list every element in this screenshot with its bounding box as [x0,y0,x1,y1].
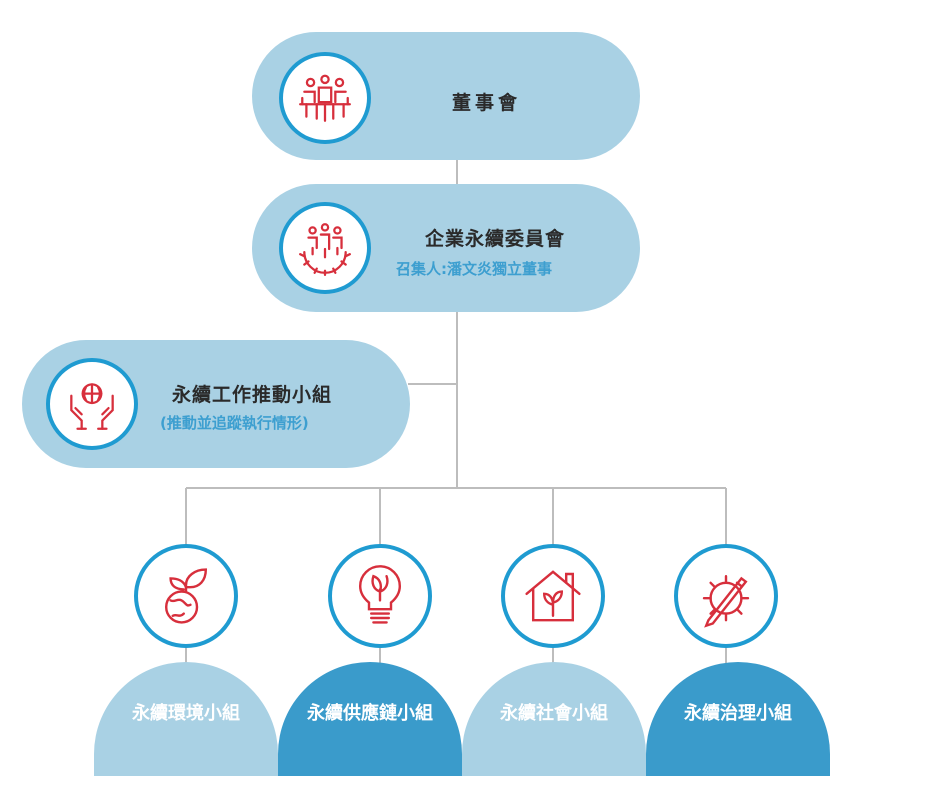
house-plant-icon [525,570,581,622]
board-icon-circle [279,52,371,144]
taskforce-note: (推動並追蹤執行情形) [160,414,309,432]
group-environment-label: 永續環境小組 [132,703,240,724]
globe-hands-icon [70,383,114,430]
committee-convener: 召集人:潘文炎獨立董事 [396,260,552,278]
lightbulb-leaf-icon [358,565,402,624]
board-meeting-icon [299,74,351,122]
taskforce-label: 永續工作推動小組 [172,384,333,406]
gear-pencil-icon [702,574,750,628]
committee-icon-circle [279,202,371,294]
earth-sprout-icon [164,568,208,624]
committee-label: 企業永續委員會 [425,228,566,250]
group-environment-icon-circle [134,544,238,648]
taskforce-icon-circle [46,358,138,450]
group-supply-icon-circle [328,544,432,648]
group-society-label: 永續社會小組 [500,703,608,724]
group-governance-label: 永續治理小組 [684,703,792,724]
team-gear-icon [299,223,351,277]
group-governance-icon-circle [674,544,778,648]
group-society-icon-circle [501,544,605,648]
board-label: 董事會 [452,92,522,114]
group-supply-chain-label: 永續供應鏈小組 [307,703,433,724]
